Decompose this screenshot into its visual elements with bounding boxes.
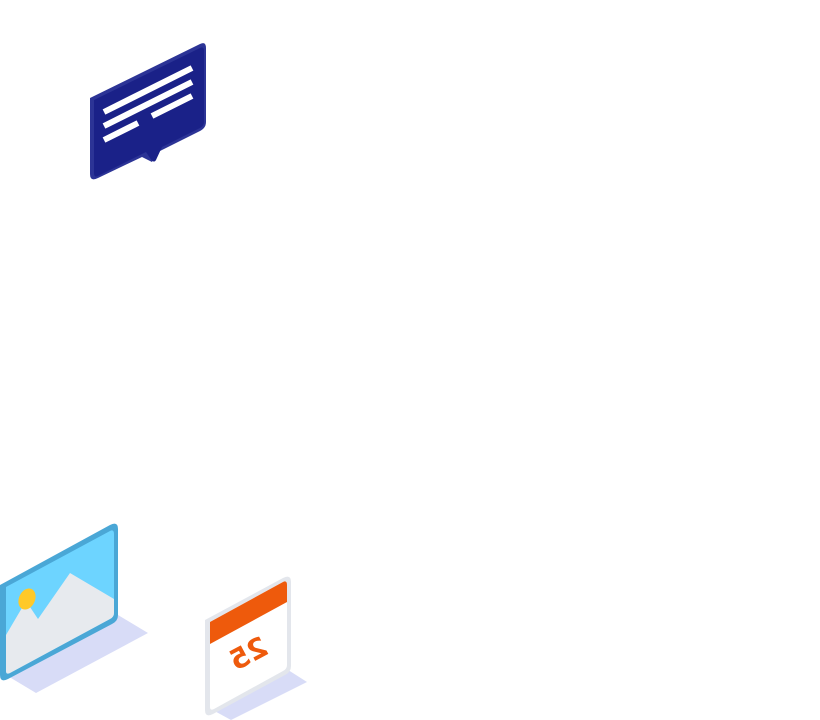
chat-line-3a [102, 120, 140, 143]
calendar-shadow [209, 668, 307, 720]
chat-bubble-front [94, 47, 204, 177]
calendar-header [210, 581, 287, 644]
sun-icon [18, 588, 36, 610]
calendar-icon: 25 [205, 576, 307, 720]
chat-bubble-icon [90, 43, 206, 180]
image-icon-shadow [6, 615, 148, 693]
chat-line-1 [102, 65, 194, 115]
chat-line-2 [102, 79, 194, 129]
image-icon [0, 523, 148, 693]
chat-line-3b [150, 93, 194, 119]
image-mountains [6, 573, 114, 674]
